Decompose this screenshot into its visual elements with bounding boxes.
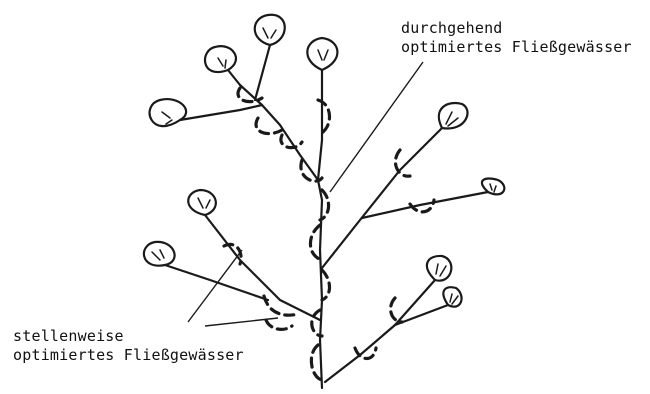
marker-top-middle: [318, 100, 330, 134]
branch-left-side: [180, 105, 262, 120]
lobe-lower-right-1: [427, 256, 451, 281]
branch-lower-left-2: [165, 265, 268, 300]
label-continuous-line2: optimiertes Fließgewässer: [401, 38, 632, 57]
marker-upper-2: [256, 118, 282, 134]
lobe-lower-left-2: [144, 242, 175, 266]
label-partial-optimized: stellenweise optimiertes Fließgewässer: [13, 327, 244, 365]
branch-right-middle: [362, 192, 488, 218]
lobe-lower-left-1: [188, 190, 216, 215]
lobe-right-upper: [439, 103, 468, 128]
lobe-upper-left: [205, 46, 236, 72]
branch-right-upper: [322, 128, 442, 268]
label-partial-line2: optimiertes Fließgewässer: [13, 346, 244, 365]
branch-top-middle: [318, 70, 322, 180]
branch-upper-left-1: [228, 70, 240, 85]
lobe-top: [255, 15, 285, 45]
marker-main-4: [322, 270, 330, 300]
optimization-markers: [224, 88, 434, 380]
branch-lower-left-1: [205, 215, 320, 320]
marker-lower-left-3: [266, 320, 292, 329]
branch-upper-left-2: [255, 45, 270, 100]
label-continuous-optimized: durchgehend optimiertes Fließgewässer: [401, 19, 632, 57]
leader-continuous: [330, 62, 423, 192]
label-continuous-line1: durchgehend: [401, 19, 632, 38]
leader-partial-1: [188, 250, 242, 322]
branch-lower-right: [325, 280, 435, 382]
lobe-top-middle: [307, 38, 337, 70]
label-partial-line1: stellenweise: [13, 327, 244, 346]
